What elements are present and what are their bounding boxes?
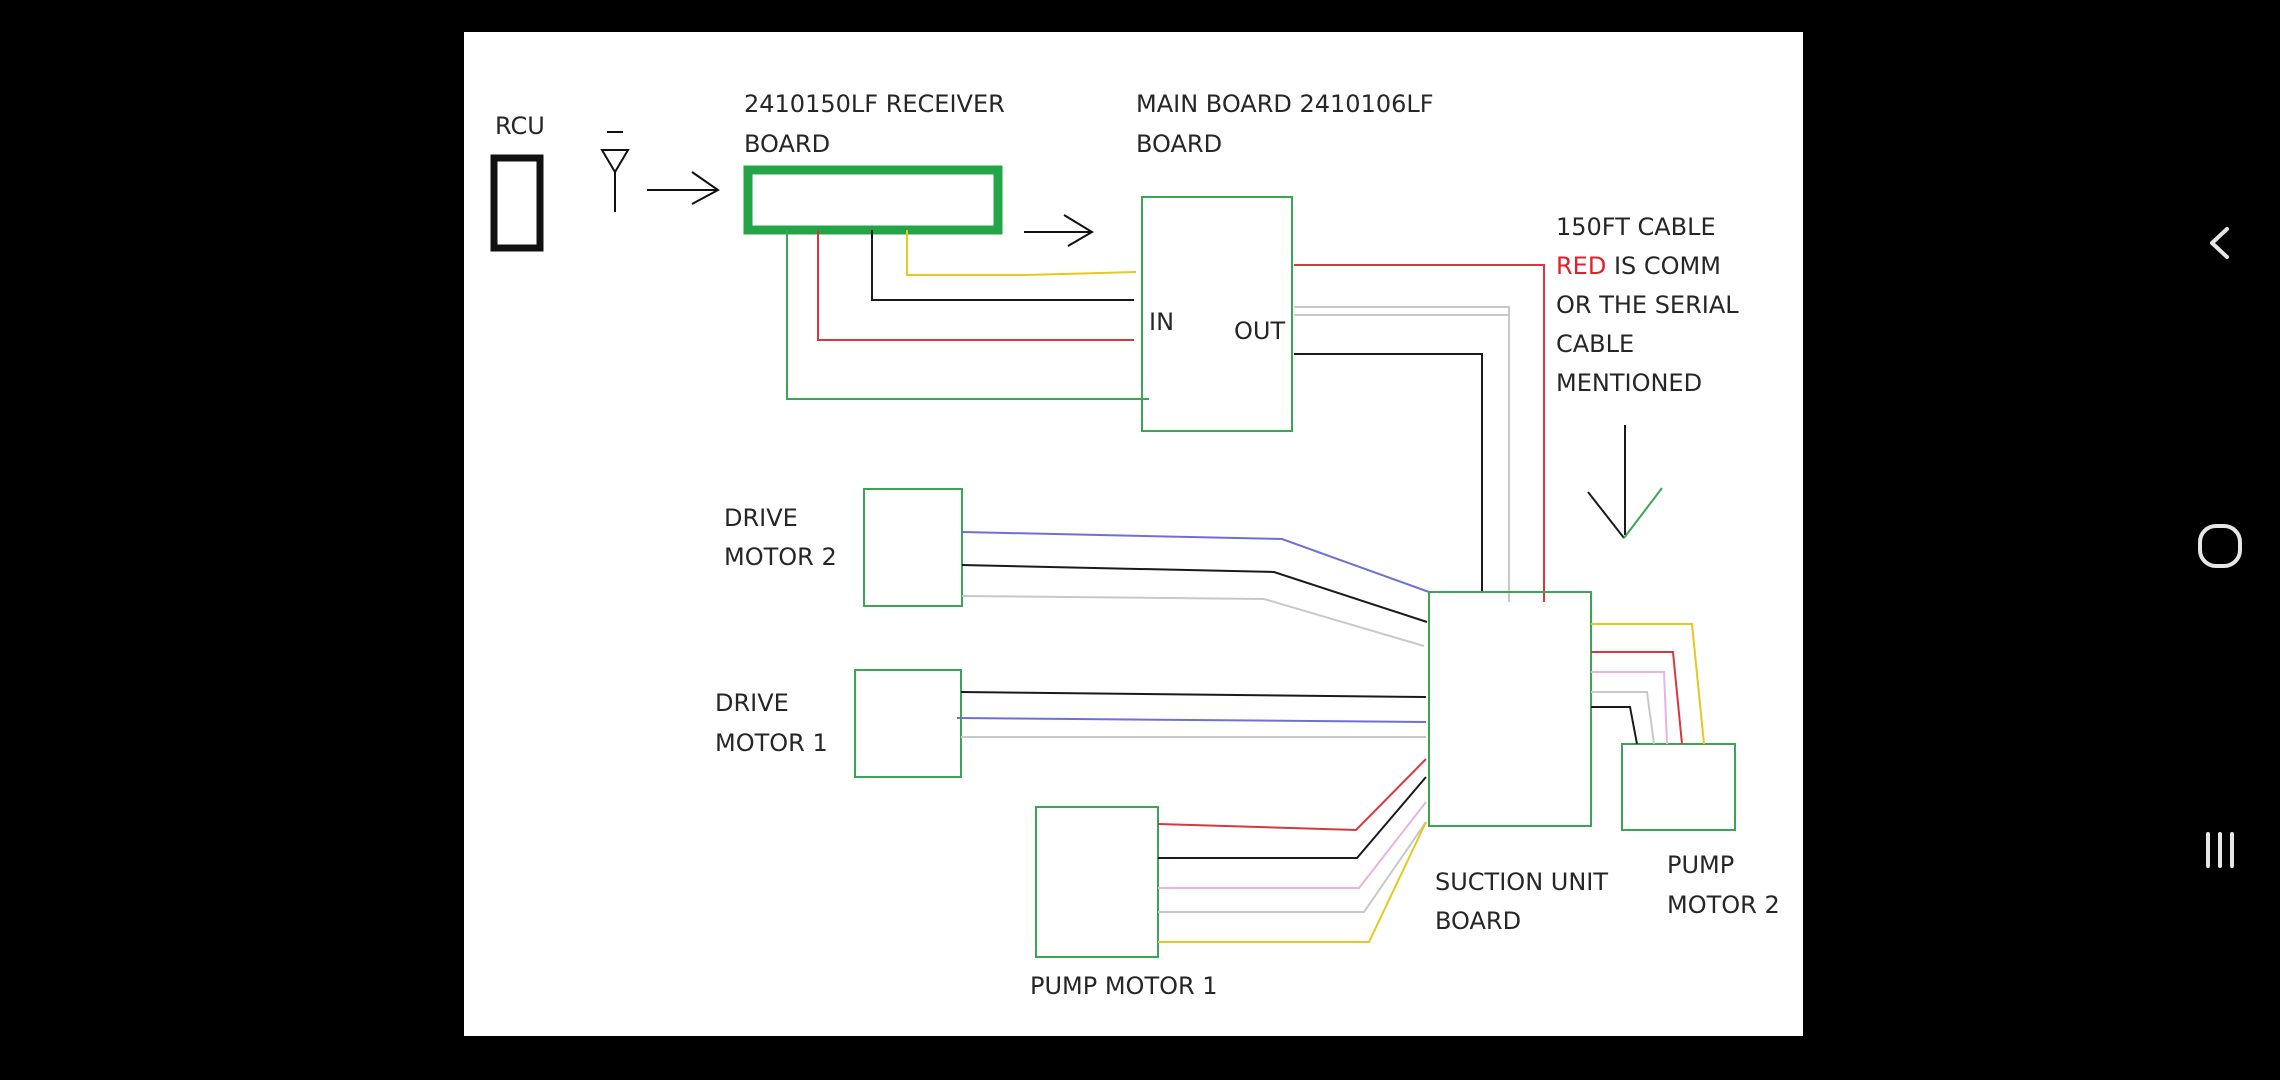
pump-motor-1 bbox=[1035, 806, 1159, 958]
antenna-icon bbox=[600, 131, 630, 212]
main-board-label: MAIN BOARD 2410106LF bbox=[1136, 90, 1434, 118]
chevron-left-icon bbox=[2210, 227, 2229, 259]
drive-motor-1-wires bbox=[956, 691, 1427, 738]
drive-motor-2 bbox=[863, 488, 963, 607]
cable-note-red: RED bbox=[1556, 252, 1606, 280]
pump-motor-2-wires bbox=[1591, 623, 1705, 745]
back-button[interactable] bbox=[2180, 203, 2260, 283]
main-board-label-line2: BOARD bbox=[1136, 130, 1222, 158]
main-board bbox=[1141, 196, 1293, 432]
main-suction-cables bbox=[1294, 264, 1545, 602]
receiver-board bbox=[743, 165, 1003, 235]
recents-bars-icon bbox=[2206, 832, 2234, 868]
in-label: IN bbox=[1149, 308, 1174, 336]
arrow-down-icon bbox=[1587, 425, 1663, 539]
cable-note-line2: RED IS COMM bbox=[1556, 252, 1721, 280]
pump-motor-2 bbox=[1621, 743, 1736, 831]
pump-motor-1-label: PUMP MOTOR 1 bbox=[1030, 972, 1218, 1000]
home-circle-icon bbox=[2198, 524, 2242, 568]
cable-note-line5: MENTIONED bbox=[1556, 369, 1702, 397]
pump-motor-2-label: PUMP bbox=[1667, 851, 1734, 879]
arrow-to-main-board-icon bbox=[1024, 214, 1094, 247]
cable-note-line3: OR THE SERIAL bbox=[1556, 291, 1739, 319]
drive-motor-2-wires bbox=[961, 531, 1430, 647]
drive-motor-1-label-line2: MOTOR 1 bbox=[715, 729, 828, 757]
rcu-remote-icon bbox=[490, 154, 544, 252]
wiring-diagram: RCU 2410150LF RECEIVER BOARD MAIN BOARD … bbox=[490, 90, 1780, 1000]
cable-note-line4: CABLE bbox=[1556, 330, 1634, 358]
rcu-label: RCU bbox=[495, 112, 545, 140]
recents-button[interactable] bbox=[2180, 810, 2260, 890]
receiver-board-label: 2410150LF RECEIVER bbox=[744, 90, 1005, 118]
cable-note-line2-rest: IS COMM bbox=[1606, 252, 1721, 280]
out-label: OUT bbox=[1234, 317, 1285, 345]
drive-motor-1-label: DRIVE bbox=[715, 689, 789, 717]
suction-unit-label-line2: BOARD bbox=[1435, 907, 1521, 935]
cable-note-line1: 150FT CABLE bbox=[1556, 213, 1716, 241]
pump-motor-2-label-line2: MOTOR 2 bbox=[1667, 891, 1780, 919]
receiver-board-label-line2: BOARD bbox=[744, 130, 830, 158]
suction-unit-label: SUCTION UNIT bbox=[1435, 868, 1608, 896]
drive-motor-1 bbox=[854, 669, 962, 778]
suction-unit-board bbox=[1428, 591, 1592, 827]
drive-motor-2-label-line2: MOTOR 2 bbox=[724, 543, 837, 571]
wiring-diagram-image: RCU 2410150LF RECEIVER BOARD MAIN BOARD … bbox=[464, 32, 1803, 1036]
arrow-to-receiver-icon bbox=[647, 171, 720, 205]
drive-motor-2-label: DRIVE bbox=[724, 504, 798, 532]
navigation-bar bbox=[2160, 0, 2280, 1080]
pump-motor-1-wires bbox=[1157, 758, 1427, 943]
home-button[interactable] bbox=[2180, 506, 2260, 586]
receiver-main-wires bbox=[786, 230, 1149, 400]
